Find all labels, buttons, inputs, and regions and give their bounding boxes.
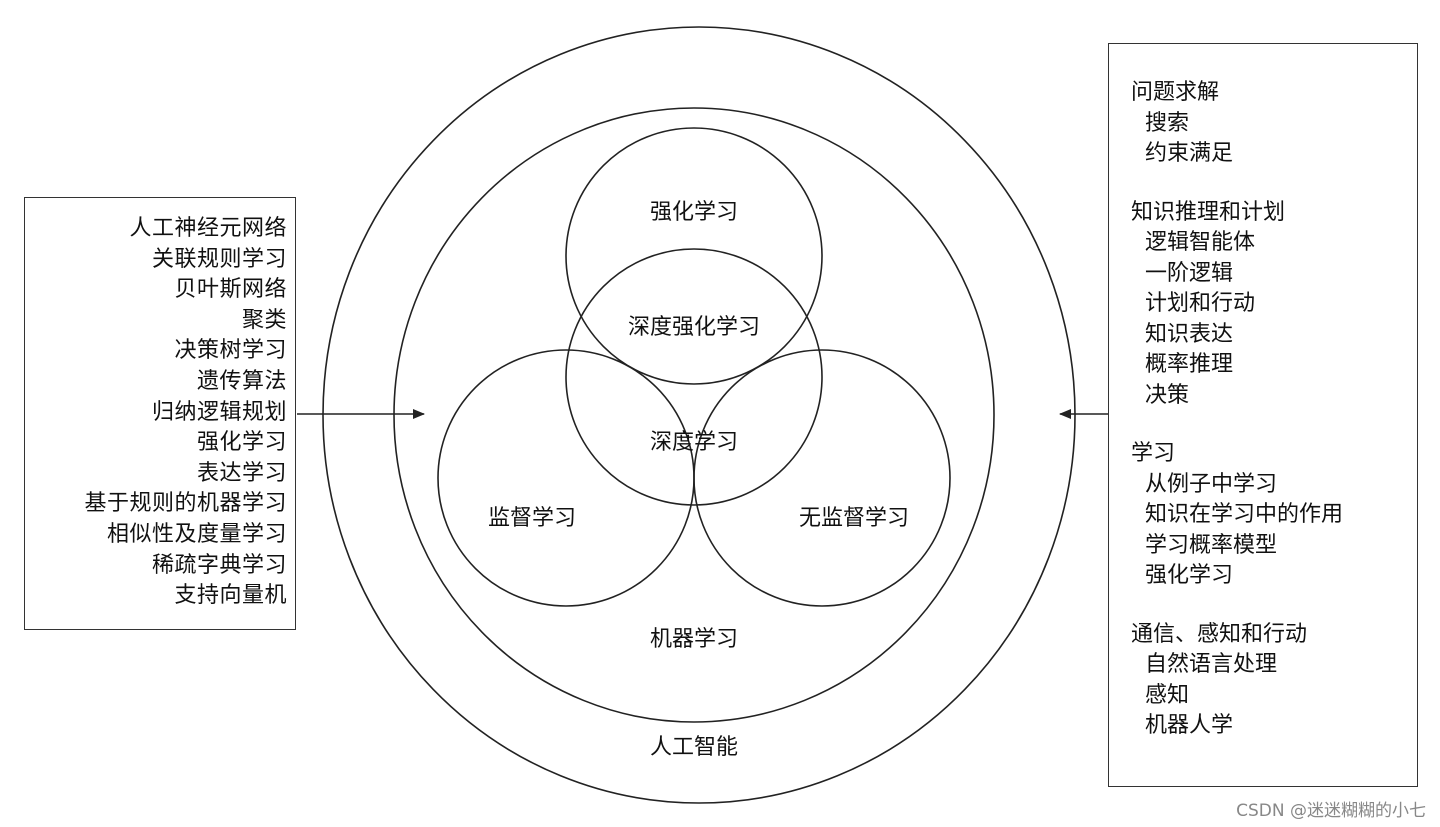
- ai-topic-group: 知识推理和计划逻辑智能体一阶逻辑计划和行动知识表达概率推理决策: [1131, 198, 1417, 412]
- rl-circle: [565, 127, 823, 385]
- ml-methods-box: 人工神经元网络关联规则学习贝叶斯网络聚类决策树学习遗传算法归纳逻辑规划强化学习表…: [24, 197, 296, 630]
- label-unsupervised: 无监督学习: [799, 506, 909, 531]
- ml-circle: [393, 107, 995, 723]
- ml-method-item: 遗传算法: [196, 368, 287, 394]
- ml-method-item: 强化学习: [196, 430, 287, 456]
- ai-topic-item: 从例子中学习: [1145, 471, 1278, 497]
- ai-topic-item: 计划和行动: [1145, 291, 1256, 316]
- ml-method-item: 聚类: [241, 307, 287, 333]
- ai-topic-group-title: 通信、感知和行动: [1131, 621, 1308, 647]
- ai-topics-box: 问题求解搜索约束满足知识推理和计划逻辑智能体一阶逻辑计划和行动知识表达概率推理决…: [1108, 43, 1418, 787]
- ai-topic-group: 问题求解搜索约束满足: [1131, 78, 1417, 170]
- ai-topic-item: 学习概率模型: [1145, 532, 1278, 558]
- label-supervised: 监督学习: [488, 506, 576, 531]
- label-ai: 人工智能: [650, 735, 738, 760]
- label-ml: 机器学习: [650, 627, 738, 652]
- ai-topic-item: 知识在学习中的作用: [1145, 502, 1344, 527]
- ml-method-item: 相似性及度量学习: [106, 521, 287, 547]
- label-deep-rl: 深度强化学习: [628, 315, 760, 340]
- ai-topic-item: 一阶逻辑: [1145, 260, 1234, 286]
- ai-topic-item: 机器人学: [1145, 713, 1234, 738]
- ml-method-item: 支持向量机: [174, 583, 287, 609]
- ml-method-item: 决策树学习: [174, 338, 287, 364]
- ai-topic-group: 通信、感知和行动自然语言处理感知机器人学: [1131, 620, 1417, 742]
- ai-circle: [322, 26, 1076, 804]
- ai-topic-group-title: 学习: [1131, 441, 1176, 466]
- ml-method-item: 人工神经元网络: [129, 216, 287, 241]
- ai-topic-group-title: 知识推理和计划: [1131, 199, 1286, 225]
- ai-topic-item: 搜索: [1145, 110, 1190, 136]
- ml-method-item: 稀疏字典学习: [151, 552, 287, 578]
- ml-method-item: 基于规则的机器学习: [84, 491, 287, 517]
- ai-topic-group-title: 问题求解: [1131, 80, 1220, 105]
- ml-method-item: 贝叶斯网络: [174, 277, 287, 303]
- dl-circle: [565, 248, 823, 506]
- ai-topic-item: 感知: [1145, 682, 1190, 708]
- ai-topic-item: 逻辑智能体: [1145, 230, 1256, 255]
- ai-topic-item: 强化学习: [1145, 563, 1234, 588]
- ai-topic-group: 学习从例子中学习知识在学习中的作用学习概率模型强化学习: [1131, 439, 1417, 592]
- ml-method-item: 归纳逻辑规划: [151, 399, 287, 425]
- ai-topic-item: 约束满足: [1145, 141, 1234, 166]
- unsupervised-circle: [693, 349, 951, 607]
- ai-topic-item: 知识表达: [1145, 321, 1234, 347]
- watermark: CSDN @迷迷糊糊的小七: [1236, 801, 1426, 821]
- label-rl: 强化学习: [650, 200, 738, 225]
- ml-method-item: 表达学习: [196, 460, 287, 486]
- label-dl: 深度学习: [650, 430, 738, 455]
- ai-topic-item: 自然语言处理: [1145, 652, 1278, 677]
- ai-topic-item: 决策: [1145, 382, 1190, 408]
- ai-topic-item: 概率推理: [1145, 352, 1234, 377]
- ml-method-item: 关联规则学习: [151, 246, 287, 272]
